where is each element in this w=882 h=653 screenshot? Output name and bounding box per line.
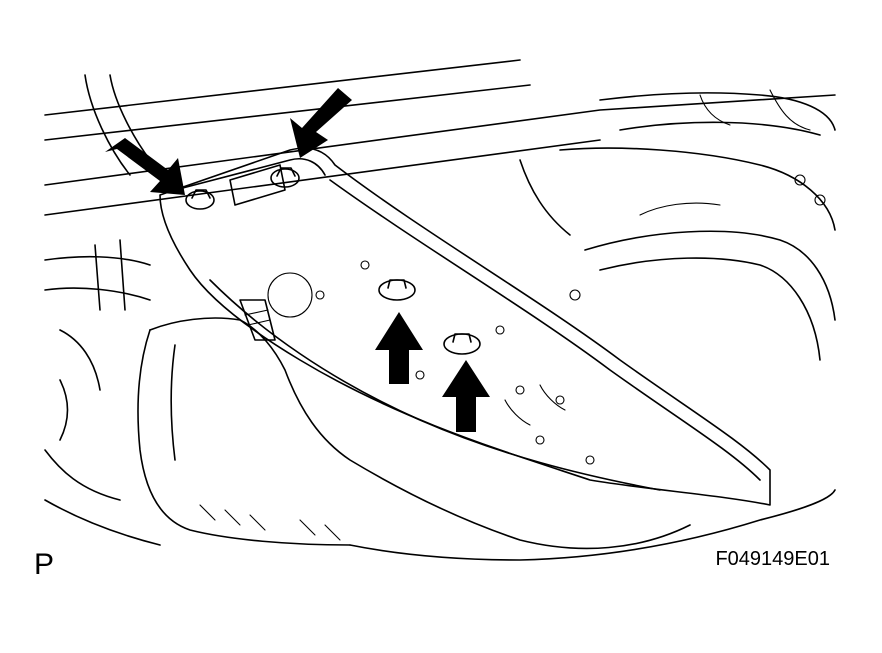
figure-code: F049149E01	[715, 548, 830, 570]
bolts	[185, 167, 481, 355]
upper-frame-lines	[44, 59, 836, 216]
arrow-icon	[290, 88, 352, 158]
left-components	[44, 239, 276, 441]
view-label: P	[34, 548, 55, 581]
arrow-icon	[105, 138, 185, 195]
arrow-icon	[375, 312, 423, 384]
crossmember	[159, 147, 771, 506]
arrow-icon	[442, 360, 490, 432]
pointer-arrows	[105, 88, 490, 432]
right-frame	[519, 147, 836, 361]
oil-pan	[44, 317, 836, 561]
